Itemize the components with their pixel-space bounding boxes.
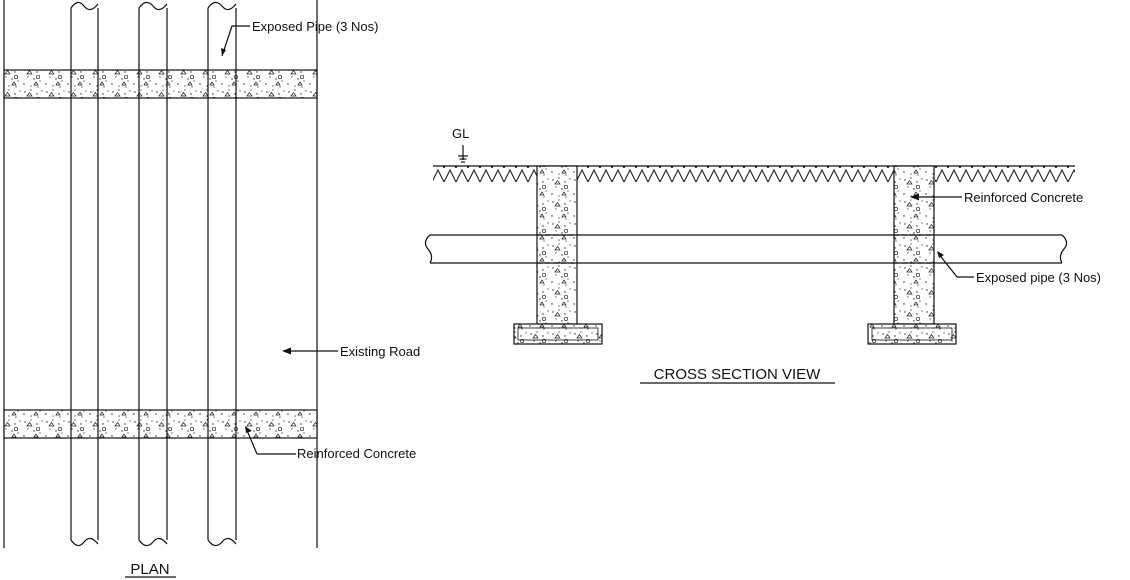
- ground-hatch-middle: [577, 166, 894, 182]
- ground-hatch-right: [935, 166, 1075, 182]
- plan-concrete-strip-bottom: [3, 409, 318, 439]
- section-exposed-pipe-label: Exposed pipe (3 Nos): [976, 270, 1101, 285]
- cross-section-view: GL: [424, 126, 1101, 384]
- plan-view: Exposed Pipe (3 Nos) Existing Road Reinf…: [3, 0, 420, 578]
- ground-hatch-left: [433, 166, 537, 182]
- section-pipe: [424, 234, 1068, 264]
- section-leader-reinforced-concrete: [910, 193, 962, 201]
- plan-reinforced-concrete-label: Reinforced Concrete: [297, 446, 416, 461]
- plan-leader-reinforced-concrete: [245, 426, 296, 455]
- plan-leader-exposed-pipe: [221, 25, 250, 57]
- plan-pipe-1: [70, 1, 99, 547]
- plan-concrete-strip-top: [3, 69, 318, 99]
- section-title: CROSS SECTION VIEW: [654, 366, 822, 383]
- section-leader-exposed-pipe: [937, 251, 974, 278]
- section-column-left: [513, 165, 603, 345]
- section-reinforced-concrete-label: Reinforced Concrete: [964, 190, 1083, 205]
- ground-level-label: GL: [452, 126, 469, 141]
- section-footing-left: [513, 323, 603, 345]
- plan-exposed-pipe-label: Exposed Pipe (3 Nos): [252, 19, 378, 34]
- section-footing-right: [867, 323, 957, 345]
- plan-leader-existing-road: [282, 347, 338, 355]
- plan-title: PLAN: [130, 561, 169, 578]
- plan-pipe-3: [207, 1, 237, 547]
- plan-pipe-2: [138, 1, 168, 547]
- section-column-right: [867, 165, 957, 345]
- ground-level-symbol: [458, 145, 468, 163]
- plan-existing-road-label: Existing Road: [340, 344, 420, 359]
